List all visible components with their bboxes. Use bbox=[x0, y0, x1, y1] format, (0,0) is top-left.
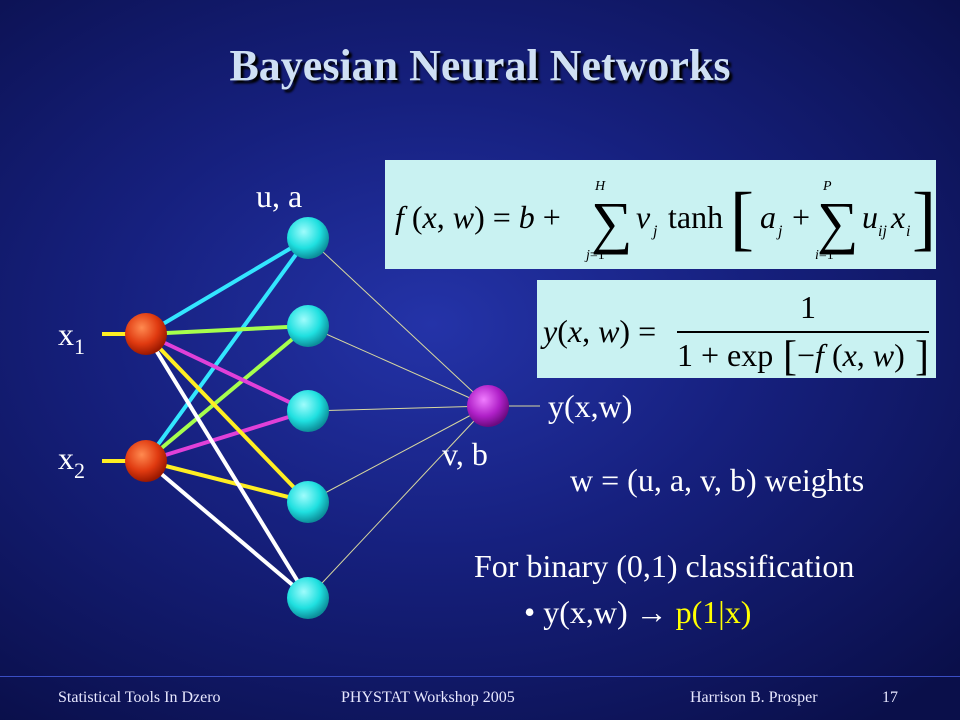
svg-text:]: ] bbox=[912, 178, 936, 258]
edge-h2-out bbox=[307, 325, 489, 407]
hidden-node-1 bbox=[287, 217, 329, 259]
svg-text:+: + bbox=[792, 199, 810, 235]
svg-text:1 + exp: 1 + exp bbox=[677, 337, 773, 373]
hidden-node-4 bbox=[287, 481, 329, 523]
svg-text:∑: ∑ bbox=[591, 190, 632, 255]
footer-center: PHYSTAT Workshop 2005 bbox=[341, 689, 515, 706]
svg-text:1: 1 bbox=[800, 289, 816, 325]
svg-text:j=1: j=1 bbox=[584, 248, 605, 263]
edge-x2-h1 bbox=[144, 236, 310, 463]
network-function-equation: f (x, w) = b + ∑ H j=1 v j tanh [ a j + … bbox=[385, 160, 936, 269]
bullet-target: p(1|x) bbox=[675, 594, 752, 630]
edge-h1-out bbox=[307, 237, 489, 407]
input1-label-base: x bbox=[58, 316, 74, 352]
output-function-equation: y(x, w) = 1 1 + exp [ −f (x, w) ] bbox=[537, 280, 936, 378]
output-params-label: v, b bbox=[442, 436, 488, 472]
hidden-node-2 bbox=[287, 305, 329, 347]
svg-text:∑: ∑ bbox=[817, 190, 858, 255]
footer-left: Statistical Tools In Dzero bbox=[58, 689, 221, 706]
svg-text:i=1: i=1 bbox=[815, 248, 834, 263]
svg-text:u: u bbox=[862, 199, 878, 235]
output-node bbox=[467, 385, 509, 427]
edge-x2-h4 bbox=[145, 459, 309, 504]
output-label: y(x,w) bbox=[548, 388, 633, 424]
footer-right: Harrison B. Prosper bbox=[690, 689, 818, 706]
weights-text: w = (u, a, v, b) weights bbox=[570, 462, 865, 498]
edge-x1-h5 bbox=[144, 332, 310, 600]
edge-x1-h1 bbox=[144, 236, 310, 336]
edge-x1-h2 bbox=[145, 324, 309, 336]
edge-x1-h3 bbox=[145, 332, 309, 413]
svg-text:ij: ij bbox=[878, 223, 887, 240]
page-number: 17 bbox=[882, 689, 898, 706]
edge-x1-h4 bbox=[144, 332, 310, 504]
slide-title: Bayesian Neural Networks bbox=[229, 41, 731, 90]
edge-h4-out bbox=[307, 405, 489, 503]
input-node-x2 bbox=[125, 440, 167, 482]
input-node-x1 bbox=[125, 313, 167, 355]
hidden-params-label: u, a bbox=[256, 178, 303, 214]
input2-label: x2 bbox=[58, 440, 85, 483]
edge-h5-out bbox=[307, 405, 489, 599]
svg-text:j: j bbox=[776, 223, 783, 240]
svg-text:tanh: tanh bbox=[668, 199, 723, 235]
svg-text:P: P bbox=[822, 179, 832, 194]
svg-text:−f (x, w): −f (x, w) bbox=[797, 337, 905, 373]
svg-text:y(x, w) =: y(x, w) = bbox=[540, 313, 656, 349]
svg-text:[: [ bbox=[730, 178, 754, 258]
slide-footer: Statistical Tools In Dzero PHYSTAT Works… bbox=[0, 676, 960, 720]
svg-text:v: v bbox=[636, 199, 651, 235]
edge-x2-h5 bbox=[144, 459, 310, 600]
hidden-node-5 bbox=[287, 577, 329, 619]
svg-text:a: a bbox=[760, 199, 776, 235]
svg-text:H: H bbox=[594, 179, 606, 194]
bullet-text: y(x,w) bbox=[543, 594, 628, 630]
svg-text:f (x, w) = b +: f (x, w) = b + bbox=[395, 199, 561, 235]
arrow-icon: → bbox=[635, 594, 668, 630]
edge-h3-out bbox=[307, 405, 489, 412]
svg-text:j: j bbox=[651, 223, 658, 240]
classification-text: For binary (0,1) classification bbox=[474, 548, 855, 584]
hidden-node-3 bbox=[287, 390, 329, 432]
svg-text:x: x bbox=[890, 199, 905, 235]
svg-text:i: i bbox=[906, 223, 910, 240]
svg-text:[: [ bbox=[783, 334, 797, 378]
edge-x2-h3 bbox=[145, 409, 309, 463]
input1-label-sub: 1 bbox=[74, 334, 85, 359]
bullet-marker: • bbox=[524, 594, 536, 630]
input2-label-sub: 2 bbox=[74, 458, 85, 483]
edge-x2-h2 bbox=[144, 324, 310, 463]
bullet-line: • y(x,w) → p(1|x) bbox=[524, 594, 751, 631]
input1-label: x1 bbox=[58, 316, 85, 359]
input2-label-base: x bbox=[58, 440, 74, 476]
svg-text:]: ] bbox=[915, 334, 929, 378]
